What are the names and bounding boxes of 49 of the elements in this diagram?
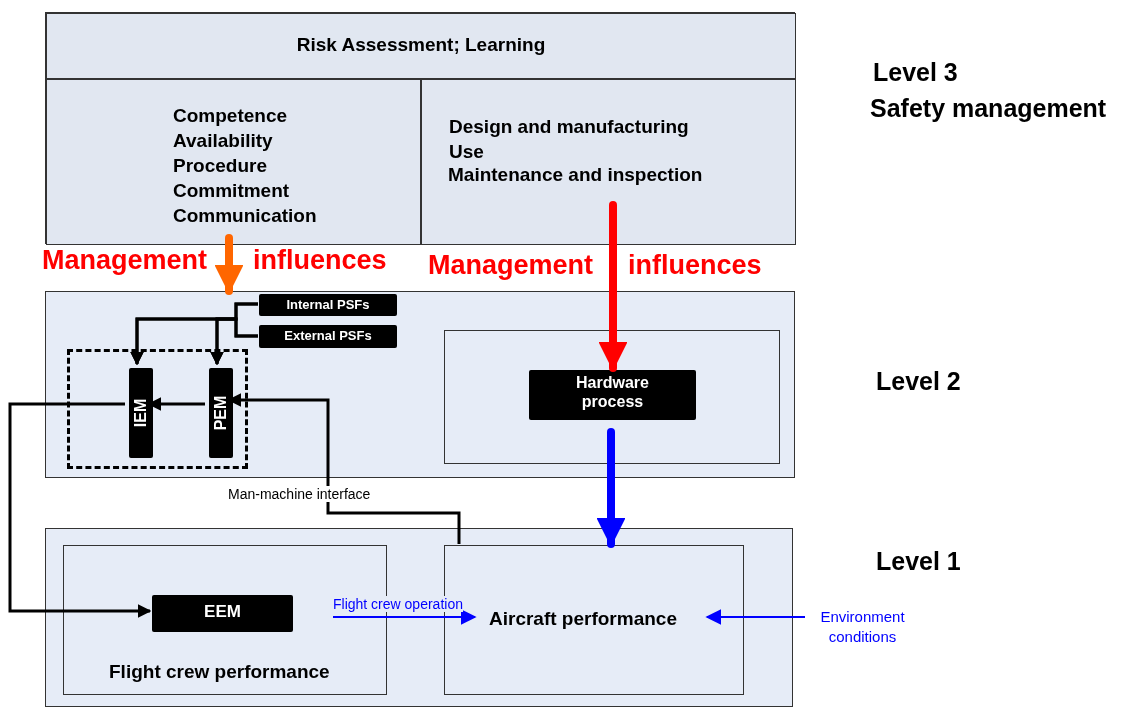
node-text: Competence: [173, 105, 288, 127]
node-text: Availability: [173, 130, 273, 152]
influence-label: influences: [253, 245, 387, 277]
arrow: [8, 402, 152, 618]
edge-label: Man-machine interface: [228, 486, 371, 503]
node-text: External PSFs: [283, 328, 373, 343]
factor-box: [259, 294, 397, 316]
influence-label: Management: [42, 245, 208, 277]
factor-panel: [46, 79, 421, 245]
level-label: Safety management: [870, 94, 1107, 123]
factor-box: [259, 325, 397, 348]
model-box: [152, 595, 293, 632]
arrow: [596, 428, 626, 548]
arrow: [598, 201, 628, 372]
process-box: [529, 370, 696, 420]
node-text: IEM: [133, 398, 149, 428]
node-text: EEM: [203, 602, 242, 622]
level-label: Level 3: [873, 58, 958, 87]
node-text: Use: [449, 141, 484, 163]
node-text: Communication: [173, 205, 317, 227]
node-text: Risk Assessment; Learning: [295, 34, 547, 56]
header-panel: [46, 13, 796, 79]
level-label: Level 2: [876, 367, 961, 396]
node-text: Procedure: [173, 155, 267, 177]
node-text: Aircraft performance: [489, 608, 677, 630]
model-box: [209, 368, 233, 458]
node-text: Design and manufacturing: [449, 116, 689, 138]
edge-label: Flight crew operation: [333, 596, 463, 613]
dashed-group-box: [67, 349, 248, 469]
node-text: Internal PSFs: [285, 297, 371, 312]
arrow: [705, 609, 806, 625]
level-label: Level 1: [876, 547, 961, 576]
node-text: Maintenance and inspection: [448, 164, 703, 186]
level-panel: [45, 291, 795, 478]
arrow: [332, 609, 477, 625]
node-text: Environment conditions: [819, 607, 906, 646]
model-box: [129, 368, 153, 458]
factor-panel: [421, 79, 796, 245]
node-text: Commitment: [173, 180, 290, 202]
node-text: PEM: [213, 395, 229, 431]
level-panel: [45, 12, 795, 244]
arrow: [214, 234, 244, 295]
arrow: [210, 317, 258, 366]
process-panel: [444, 330, 780, 464]
level-panel: [45, 528, 793, 707]
node-text: Flight crew performance: [109, 661, 330, 683]
influence-label: Management: [428, 250, 594, 282]
node-text: Hardware process: [575, 373, 650, 412]
influence-label: influences: [628, 250, 762, 282]
